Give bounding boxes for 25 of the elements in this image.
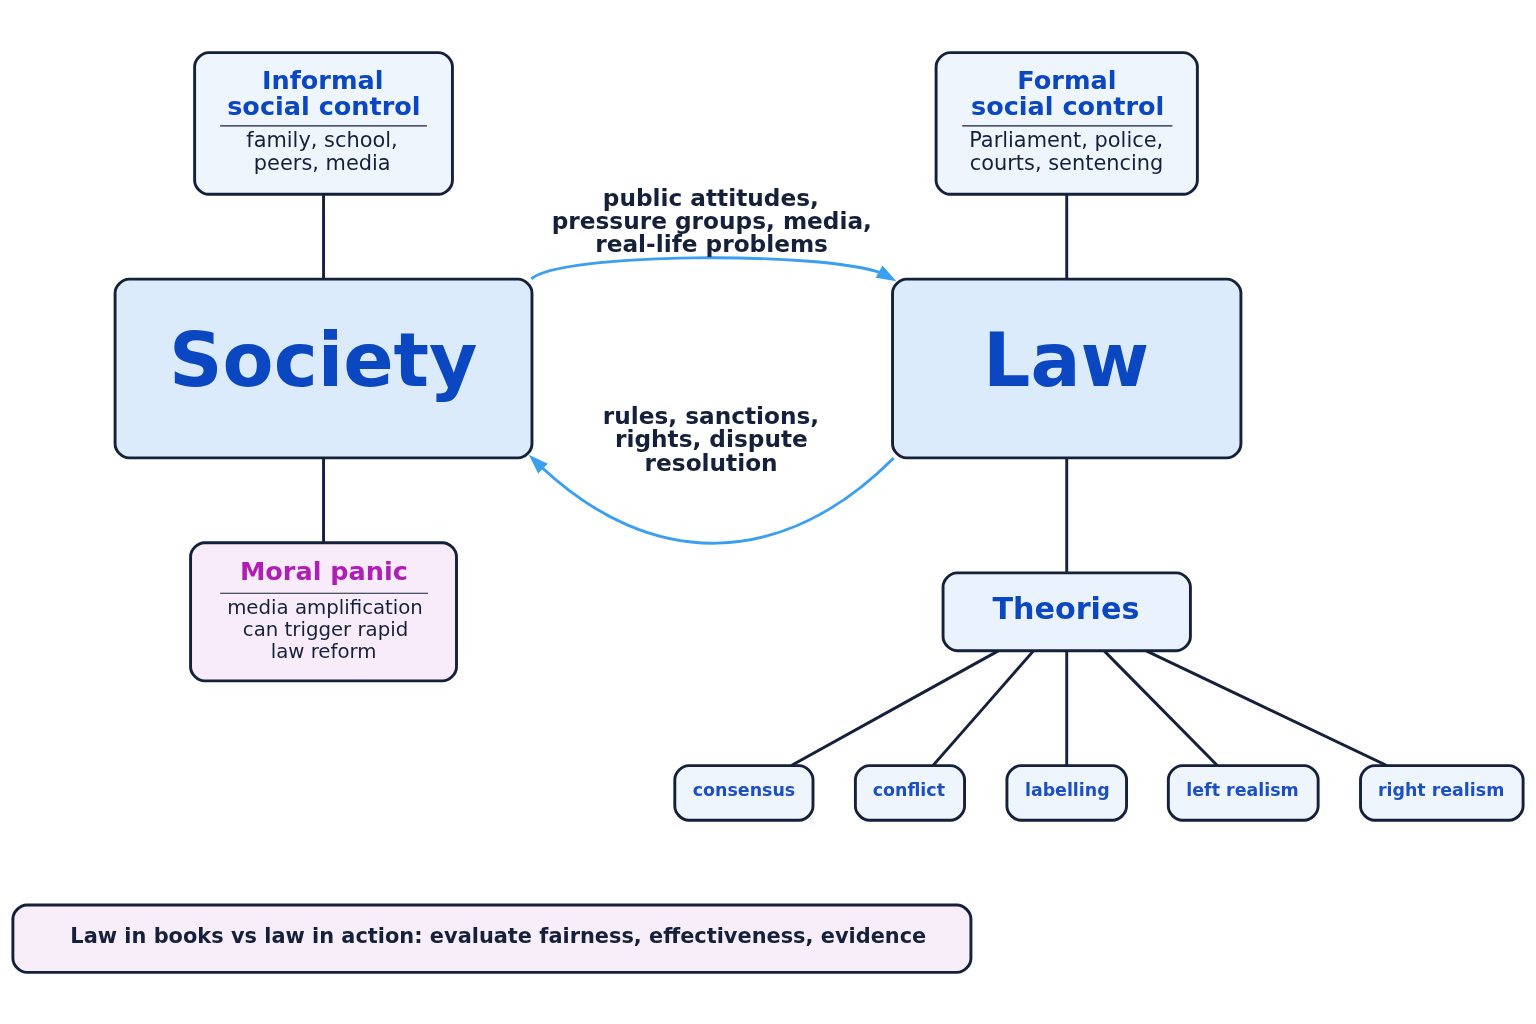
node-box: Informal social control family, school, peers, media: [193, 50, 454, 196]
node-box: right realism: [1359, 763, 1525, 822]
node-box: Moral panic media amplification can trigger rapid law reform: [189, 540, 458, 682]
edge-label: rules, sanctions, rights, dispute resolution: [602, 401, 820, 476]
connector: [1145, 649, 1388, 767]
node-box: Society: [113, 277, 534, 459]
node-box: consensus: [673, 763, 815, 822]
node-box: Formal social control Parliament, police, courts, sentencing: [934, 50, 1199, 196]
connector: [322, 194, 325, 279]
arrow: [528, 454, 895, 545]
node-box: Law in books vs law in action: evaluate fairness, effectiveness, evidence: [11, 903, 973, 974]
connector: [322, 457, 325, 543]
node-box: Law: [891, 277, 1243, 459]
connector: [931, 649, 1035, 766]
connector: [790, 649, 999, 767]
node-box: conflict: [853, 763, 966, 822]
connector: [1065, 457, 1069, 573]
node-box: labelling: [1005, 763, 1128, 822]
node-box: Theories: [941, 570, 1192, 652]
connector: [1065, 650, 1069, 765]
connector: [1065, 194, 1069, 279]
arrow: [530, 255, 897, 281]
node-box: left realism: [1166, 763, 1320, 822]
edge-label: public attitudes, pressure groups, media, real-life problems: [551, 183, 872, 257]
connector: [1103, 649, 1219, 766]
